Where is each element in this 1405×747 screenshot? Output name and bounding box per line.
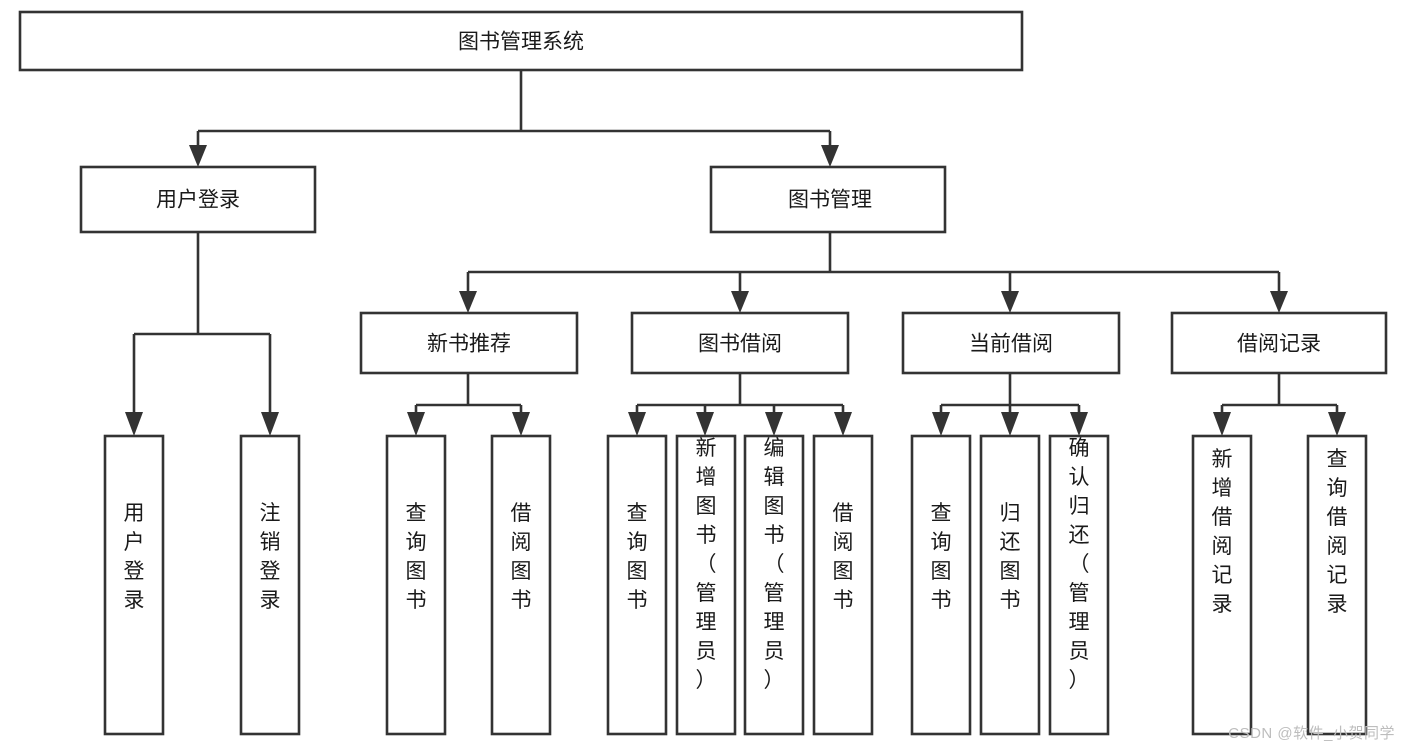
node-leaf-return-book-label: 归还图书 bbox=[1000, 502, 1021, 612]
arrow-bookborrow-to-leaf1 bbox=[628, 412, 646, 436]
node-leaf-add-record-label: 新增借阅记录 bbox=[1212, 448, 1233, 616]
node-leaf-query-record[interactable]: 查询借阅记录 bbox=[1306, 434, 1368, 736]
arrow-currentborrow-to-leaf2 bbox=[1001, 412, 1019, 436]
node-root-label: 图书管理系统 bbox=[458, 31, 584, 54]
node-leaf-user-login-label: 用户登录 bbox=[124, 502, 145, 612]
arrow-bookmanage-to-borrowrecord bbox=[1270, 291, 1288, 313]
node-current-borrow[interactable]: 当前借阅 bbox=[901, 311, 1121, 375]
node-leaf-add-book-box[interactable] bbox=[675, 434, 737, 736]
node-borrow-record-label: 借阅记录 bbox=[1237, 333, 1321, 356]
node-user-login[interactable]: 用户登录 bbox=[79, 165, 317, 234]
node-current-borrow-box[interactable] bbox=[901, 311, 1121, 375]
arrow-currentborrow-to-leaf1 bbox=[932, 412, 950, 436]
node-leaf-query-book-3[interactable]: 查询图书 bbox=[910, 434, 972, 736]
node-borrow-record-box[interactable] bbox=[1170, 311, 1388, 375]
node-new-book-rec-box[interactable] bbox=[359, 311, 579, 375]
node-leaf-borrow-book-1-box[interactable] bbox=[490, 434, 552, 736]
node-book-manage[interactable]: 图书管理 bbox=[709, 165, 947, 234]
node-book-borrow[interactable]: 图书借阅 bbox=[630, 311, 850, 375]
arrow-currentborrow-to-leaf3 bbox=[1070, 412, 1088, 436]
node-leaf-edit-book-label: 编辑图书（管理员） bbox=[764, 437, 785, 692]
node-leaf-query-record-label: 查询借阅记录 bbox=[1327, 448, 1348, 616]
arrow-bookmanage-to-bookborrow bbox=[731, 291, 749, 313]
node-new-book-rec-label: 新书推荐 bbox=[427, 333, 511, 356]
node-leaf-add-record[interactable]: 新增借阅记录 bbox=[1191, 434, 1253, 736]
node-leaf-user-login-box[interactable] bbox=[103, 434, 165, 736]
arrow-bookborrow-to-leaf2 bbox=[696, 412, 714, 436]
node-leaf-edit-book-box[interactable] bbox=[743, 434, 805, 736]
node-leaf-query-book-2-box[interactable] bbox=[606, 434, 668, 736]
arrow-newbook-to-leaf2 bbox=[512, 412, 530, 436]
node-book-borrow-box[interactable] bbox=[630, 311, 850, 375]
node-leaf-query-book-2-label: 查询图书 bbox=[627, 502, 648, 612]
node-user-login-box[interactable] bbox=[79, 165, 317, 234]
node-leaf-return-book[interactable]: 归还图书 bbox=[979, 434, 1041, 736]
node-root[interactable]: 图书管理系统 bbox=[18, 10, 1024, 72]
node-book-manage-box[interactable] bbox=[709, 165, 947, 234]
node-leaf-query-book-1[interactable]: 查询图书 bbox=[385, 434, 447, 736]
node-leaf-user-login[interactable]: 用户登录 bbox=[103, 434, 165, 736]
node-leaf-borrow-book-2[interactable]: 借阅图书 bbox=[812, 434, 874, 736]
arrow-borrowrecord-to-leaf1 bbox=[1213, 412, 1231, 436]
arrow-borrowrecord-to-leaf2 bbox=[1328, 412, 1346, 436]
arrow-newbook-to-leaf1 bbox=[407, 412, 425, 436]
node-leaf-borrow-book-2-box[interactable] bbox=[812, 434, 874, 736]
node-leaf-confirm-return-label: 确认归还（管理员） bbox=[1069, 437, 1090, 692]
node-leaf-add-record-box[interactable] bbox=[1191, 434, 1253, 736]
node-leaf-borrow-book-2-label: 借阅图书 bbox=[833, 502, 854, 612]
node-leaf-edit-book[interactable]: 编辑图书（管理员） bbox=[743, 434, 805, 736]
node-user-login-label: 用户登录 bbox=[156, 189, 240, 212]
node-leaf-logout-box[interactable] bbox=[239, 434, 301, 736]
node-current-borrow-label: 当前借阅 bbox=[969, 333, 1053, 356]
node-leaf-confirm-return-box[interactable] bbox=[1048, 434, 1110, 736]
watermark-credit: CSDN @软件_小贺同学 bbox=[1228, 725, 1395, 742]
node-leaf-return-book-box[interactable] bbox=[979, 434, 1041, 736]
node-leaf-query-book-3-box[interactable] bbox=[910, 434, 972, 736]
node-new-book-rec[interactable]: 新书推荐 bbox=[359, 311, 579, 375]
node-leaf-query-book-3-label: 查询图书 bbox=[931, 502, 952, 612]
node-leaf-add-book[interactable]: 新增图书（管理员） bbox=[675, 434, 737, 736]
node-leaf-confirm-return[interactable]: 确认归还（管理员） bbox=[1048, 434, 1110, 736]
node-borrow-record[interactable]: 借阅记录 bbox=[1170, 311, 1388, 375]
node-leaf-borrow-book-1-label: 借阅图书 bbox=[511, 502, 532, 612]
node-leaf-borrow-book-1[interactable]: 借阅图书 bbox=[490, 434, 552, 736]
connector-layer bbox=[125, 70, 1346, 436]
arrow-bookmanage-to-newbook bbox=[459, 291, 477, 313]
arrow-root-to-user-login bbox=[189, 145, 207, 167]
node-leaf-logout-label: 注销登录 bbox=[260, 502, 281, 612]
node-book-manage-label: 图书管理 bbox=[788, 189, 872, 212]
node-leaf-query-record-box[interactable] bbox=[1306, 434, 1368, 736]
node-leaf-query-book-2[interactable]: 查询图书 bbox=[606, 434, 668, 736]
arrow-bookmanage-to-currentborrow bbox=[1001, 291, 1019, 313]
node-leaf-logout[interactable]: 注销登录 bbox=[239, 434, 301, 736]
arrow-root-to-book-manage bbox=[821, 145, 839, 167]
node-leaf-query-book-1-label: 查询图书 bbox=[406, 502, 427, 612]
arrow-bookborrow-to-leaf3 bbox=[765, 412, 783, 436]
node-leaf-add-book-label: 新增图书（管理员） bbox=[696, 437, 717, 692]
node-leaf-query-book-1-box[interactable] bbox=[385, 434, 447, 736]
arrow-bookborrow-to-leaf4 bbox=[834, 412, 852, 436]
node-book-borrow-label: 图书借阅 bbox=[698, 333, 782, 356]
arrow-userlogin-to-leaf1 bbox=[125, 412, 143, 436]
arrow-userlogin-to-leaf2 bbox=[261, 412, 279, 436]
node-root-box[interactable] bbox=[18, 10, 1024, 72]
